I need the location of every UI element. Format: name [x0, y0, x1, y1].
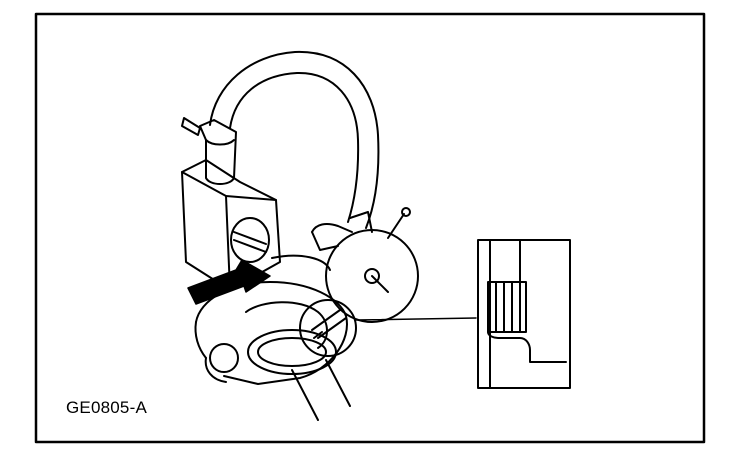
detail-circle: [299, 299, 357, 357]
inset-detail: [477, 239, 571, 389]
hose-fitting: [181, 117, 237, 185]
figure-label: GE0805-A: [66, 398, 147, 417]
figure-border: [34, 12, 706, 444]
leader-line: [355, 317, 477, 321]
valve-block: [181, 159, 281, 291]
pressure-gauge: [325, 207, 419, 323]
gauge-connection: [311, 211, 373, 251]
indicator-arrow: [187, 259, 271, 305]
vacuum-hose: [209, 50, 380, 229]
